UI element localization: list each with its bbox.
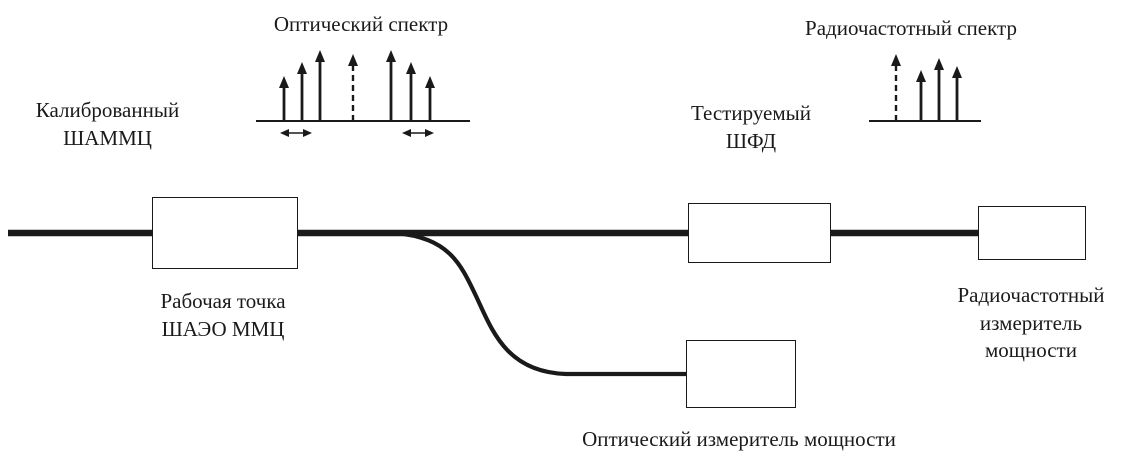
- optical-power-meter-label: Оптический измеритель мощности: [582, 427, 896, 451]
- optical-spectrum-illustration: [256, 50, 470, 137]
- tested-pd-label: Тестируемый ШФД: [690, 101, 811, 153]
- rf-spectrum-solid-arrows: [916, 58, 962, 121]
- rf-power-meter-box: [978, 206, 1086, 260]
- optical-spectrum-arrows-left: [279, 50, 325, 121]
- working-point-label: Рабочая точка ШАЭО ММЦ: [160, 289, 286, 341]
- optical-spectrum-tuning-arrows: [280, 129, 434, 137]
- optical-spectrum-title: Оптический спектр: [273, 12, 449, 36]
- rf-spectrum-title: Радиочастотный спектр: [805, 16, 1017, 40]
- optical-spectrum-arrows-right: [386, 50, 435, 121]
- splitter-tap-curve: [395, 230, 688, 377]
- mzm-modulator-box: [152, 197, 298, 269]
- rf-spectrum-dashed-arrow: [891, 54, 901, 121]
- photodetector-box: [688, 203, 831, 263]
- optical-power-meter-box: [686, 340, 796, 408]
- optical-spectrum-dashed-arrow: [348, 54, 358, 121]
- rf-spectrum-illustration: [869, 54, 981, 122]
- rf-power-meter-label: Радиочастотный измеритель мощности: [957, 283, 1105, 363]
- calibrated-mzm-label: Калиброванный ШАММЦ: [35, 98, 180, 150]
